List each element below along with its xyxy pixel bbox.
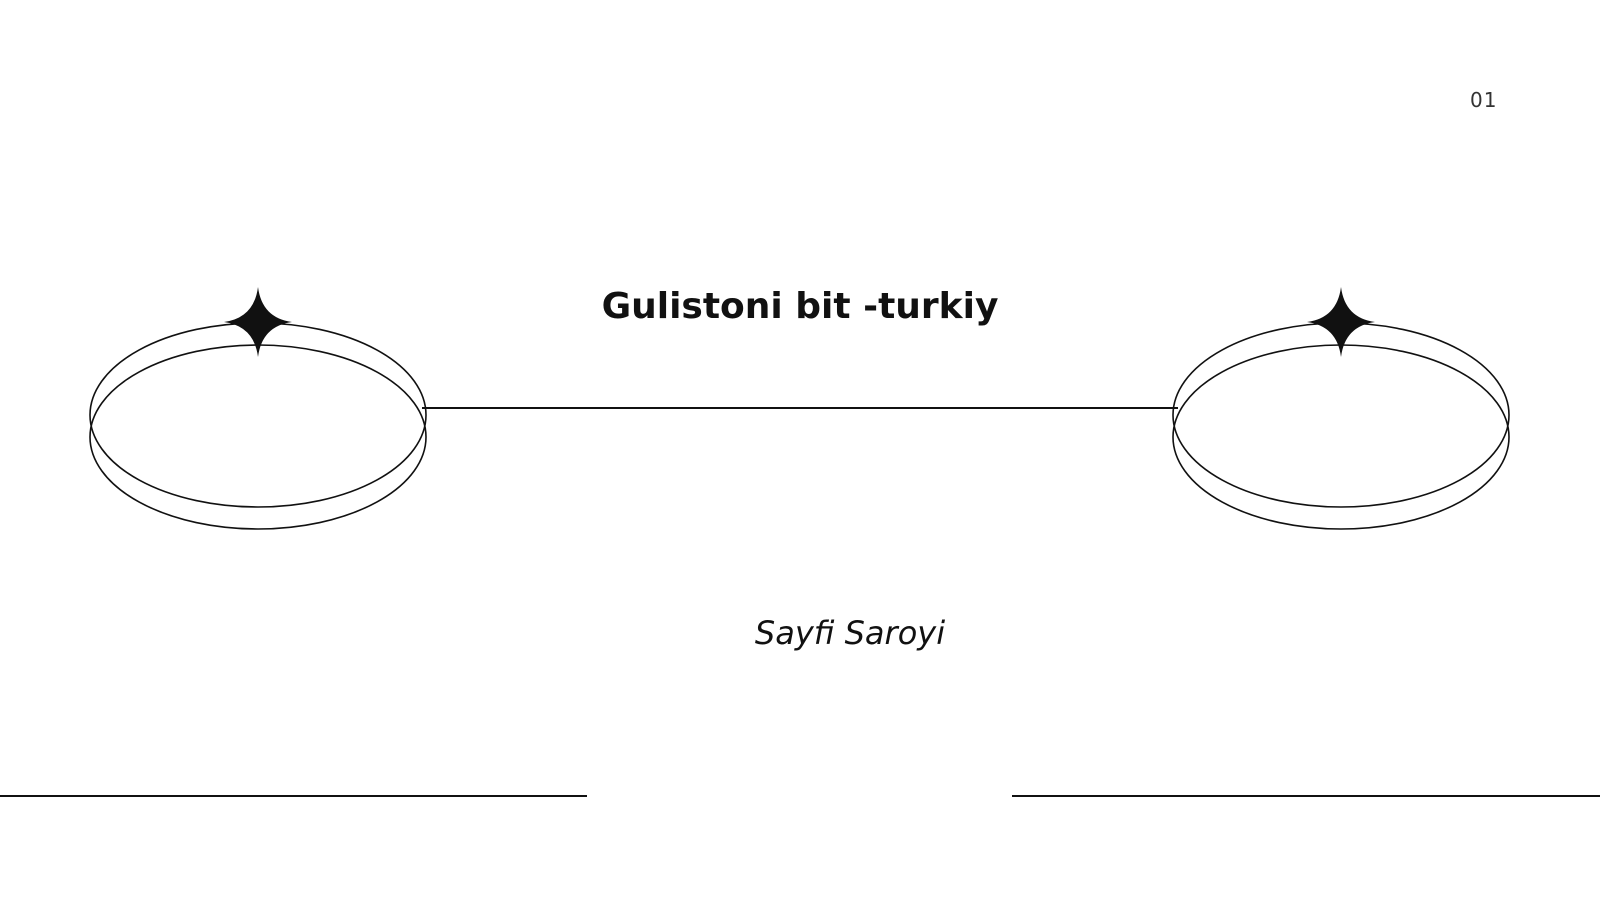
- slide-title: Gulistoni bit -turkiy: [601, 286, 999, 327]
- slide-author: Sayfi Saroyi: [754, 614, 946, 652]
- left-ring-icon: [89, 287, 427, 530]
- right-ring-icon: [1172, 287, 1510, 530]
- page-number: 01: [1470, 88, 1498, 112]
- right-star-icon: [1307, 287, 1375, 357]
- left-star-icon: [224, 287, 292, 357]
